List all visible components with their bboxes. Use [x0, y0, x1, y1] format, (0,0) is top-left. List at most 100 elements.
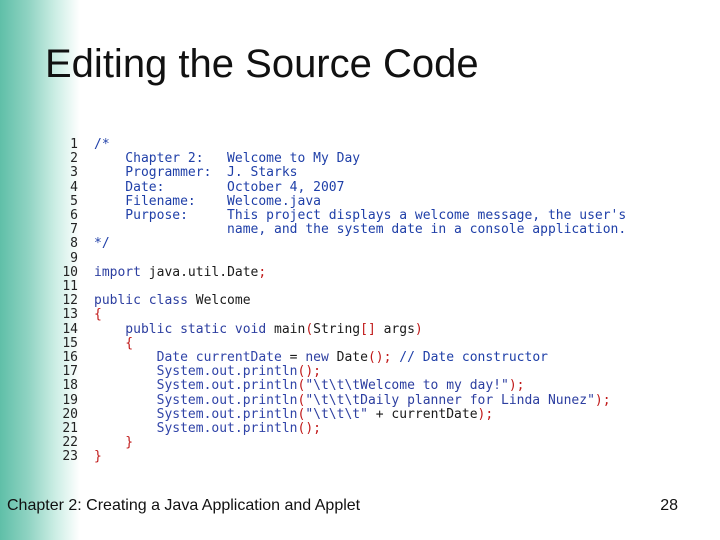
line-code: { [94, 335, 134, 351]
code-token: String [313, 321, 361, 337]
code-token: args [375, 321, 415, 337]
code-line: 21 System.out.println(); [56, 421, 321, 436]
code-token: "\t\t\tWelcome to my day!" [305, 378, 509, 394]
code-line: 14 public static void main(String[] args… [56, 321, 423, 337]
code-line: 11 [56, 279, 94, 294]
code-token: new [305, 350, 337, 365]
code-line: 18 System.out.println("\t\t\tWelcome to … [56, 379, 524, 393]
code-line: 6 Purpose: This project displays a welco… [56, 208, 627, 223]
code-token: (); [367, 350, 392, 365]
code-line: 16 Date currentDate = new Date(); // Dat… [56, 350, 548, 365]
code-token: main [274, 321, 306, 337]
line-code: Chapter 2: Welcome to My Day [94, 152, 360, 166]
line-number: 23 [62, 449, 78, 465]
page-number: 28 [660, 497, 678, 514]
line-number: 8 [70, 236, 78, 252]
code-token: */ [94, 236, 110, 252]
line-number: 9 [70, 250, 78, 266]
line-number: 15 [62, 335, 78, 351]
code-line: 7 name, and the system date in a console… [56, 222, 627, 238]
code-line: 17 System.out.println(); [56, 364, 321, 380]
code-token: ( [305, 321, 314, 337]
code-token: Chapter 2: Welcome to My Day [94, 151, 361, 167]
code-token: "\t\t\t" [305, 406, 368, 422]
code-token: public class [94, 293, 196, 309]
code-token: { [94, 307, 102, 323]
line-number: 5 [70, 193, 78, 209]
line-code: { [94, 308, 102, 322]
line-number: 13 [62, 307, 78, 323]
code-token: /* [94, 137, 110, 152]
line-code: } [94, 436, 133, 450]
line-number: 2 [70, 151, 78, 167]
decorative-side-band [0, 0, 80, 540]
code-line: 2 Chapter 2: Welcome to My Day [56, 151, 360, 167]
line-number: 6 [70, 208, 78, 223]
slide-title: Editing the Source Code [45, 42, 479, 86]
line-code: System.out.println("\t\t\tWelcome to my … [94, 378, 525, 394]
line-code: Programmer: J. Starks [94, 165, 298, 181]
code-token: System.out.println [94, 392, 298, 408]
code-token: [] [360, 321, 376, 337]
code-token: ( [297, 378, 306, 394]
code-line: 20 System.out.println("\t\t\t" + current… [56, 406, 494, 422]
code-token: // Date constructor [391, 350, 548, 365]
code-token: { [94, 335, 134, 351]
code-token: = [289, 350, 306, 365]
code-line: 8 */ [56, 236, 110, 252]
slide-footer: Chapter 2: Creating a Java Application a… [7, 497, 361, 514]
line-code: /* [94, 137, 110, 152]
code-token: Programmer: J. Starks [94, 165, 298, 181]
code-token: Purpose: This project displays a welcome… [94, 208, 627, 223]
code-token: (); [297, 421, 321, 436]
code-token: Filename: Welcome.java [94, 193, 321, 209]
line-number: 18 [62, 378, 78, 394]
code-line: 9 [56, 250, 94, 266]
code-token: "\t\t\tDaily planner for Linda Nunez" [305, 392, 595, 408]
code-token: Date [336, 350, 368, 365]
line-number: 20 [62, 406, 78, 422]
code-token: ( [297, 406, 306, 422]
code-token: Welcome [195, 293, 251, 309]
line-code: Filename: Welcome.java [94, 193, 321, 209]
line-code: Date currentDate = new Date(); // Date c… [94, 350, 548, 365]
line-number: 17 [62, 364, 78, 380]
code-token: + currentDate [367, 406, 478, 422]
line-code: System.out.println("\t\t\tDaily planner … [94, 392, 611, 408]
line-number: 3 [70, 165, 78, 181]
code-token: ); [508, 378, 525, 394]
code-token: public static void [94, 321, 275, 337]
line-code: System.out.println("\t\t\t" + currentDat… [94, 406, 494, 422]
code-line: 22 } [56, 435, 133, 451]
code-token: ; [258, 264, 267, 280]
line-number: 22 [62, 435, 78, 451]
code-line: 3 Programmer: J. Starks [56, 165, 298, 181]
line-number: 19 [62, 392, 78, 408]
code-token: Date currentDate [94, 350, 290, 365]
code-token: import [94, 264, 149, 280]
code-token: java.util.Date [148, 264, 259, 280]
code-token: System.out.println [94, 421, 298, 436]
code-token: name, and the system date in a console a… [94, 222, 627, 238]
line-number: 16 [62, 350, 78, 365]
line-number: 14 [62, 321, 78, 337]
line-number: 7 [70, 222, 78, 238]
line-code: public static void main(String[] args) [94, 321, 423, 337]
line-code: System.out.println(); [94, 421, 321, 436]
code-line: 23} [56, 449, 102, 465]
code-token: (); [297, 364, 321, 380]
code-token: System.out.println [94, 364, 298, 380]
line-number: 1 [70, 137, 78, 152]
line-code: import java.util.Date; [94, 264, 267, 280]
line-code: Purpose: This project displays a welcome… [94, 208, 627, 223]
code-token: } [94, 449, 102, 465]
line-number: 21 [62, 421, 78, 436]
line-code: Date: October 4, 2007 [94, 179, 345, 195]
code-token: Date: October 4, 2007 [94, 179, 345, 195]
code-token: ) [414, 321, 423, 337]
code-token: } [94, 435, 134, 451]
code-line: 13 { [56, 307, 102, 323]
